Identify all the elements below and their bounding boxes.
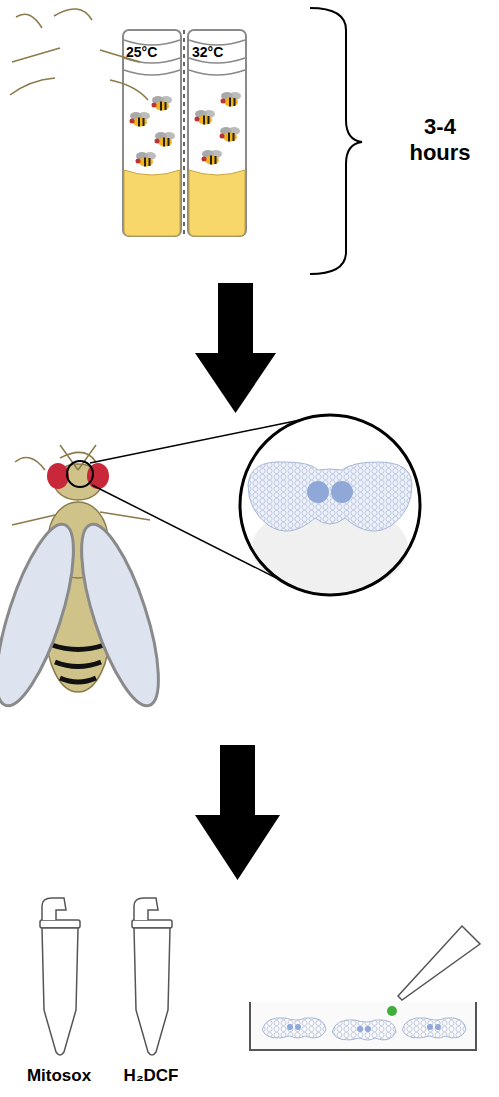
temperature-label: 32°C (192, 44, 252, 61)
pipette (387, 926, 480, 1016)
down-arrow (195, 745, 280, 880)
dish (250, 1002, 476, 1050)
tube-label: Mitosox (12, 1066, 106, 1086)
down-arrow (195, 283, 276, 413)
vial-25 (123, 30, 181, 236)
tube-1 (40, 898, 80, 1055)
bracket (310, 8, 362, 274)
duration-label: 3-4 hours (392, 114, 488, 167)
fly-body (0, 445, 174, 713)
vial-32 (188, 30, 246, 236)
temperature-label: 25°C (126, 44, 186, 61)
tube-2 (132, 898, 172, 1055)
tube-label: H₂DCF (104, 1066, 198, 1086)
divider (183, 30, 184, 236)
zoom-inset (67, 415, 420, 595)
